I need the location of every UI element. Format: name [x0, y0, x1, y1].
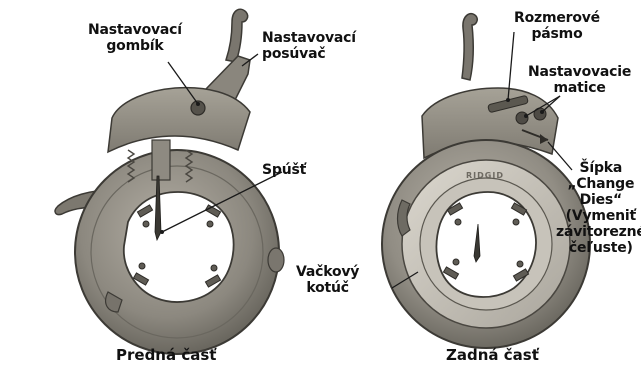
label-adjusting-nuts: Nastavovacie matice	[528, 64, 631, 96]
caption-back: Zadná časť	[446, 346, 539, 364]
front-hook	[226, 9, 248, 62]
label-cam-disc: Vačkový kotúč	[296, 264, 359, 296]
label-adjusting-slide: Nastavovací posúvač	[262, 30, 356, 62]
label-size-range: Rozmerové pásmo	[514, 10, 600, 42]
front-top-plate	[108, 88, 250, 152]
label-trigger: Spúšť	[262, 162, 306, 178]
label-adjusting-knob: Nastavovací gombík	[88, 22, 182, 54]
brand-text: RIDGID	[466, 171, 504, 180]
label-change-dies-arrow: Šípka „Change Dies“ (Vymeniť závitorezné…	[556, 160, 641, 256]
front-side-knob	[268, 248, 284, 272]
front-center-opening	[124, 192, 234, 302]
back-hook	[462, 14, 477, 80]
front-trigger-bracket	[152, 140, 170, 180]
caption-front: Predná časť	[116, 346, 216, 364]
